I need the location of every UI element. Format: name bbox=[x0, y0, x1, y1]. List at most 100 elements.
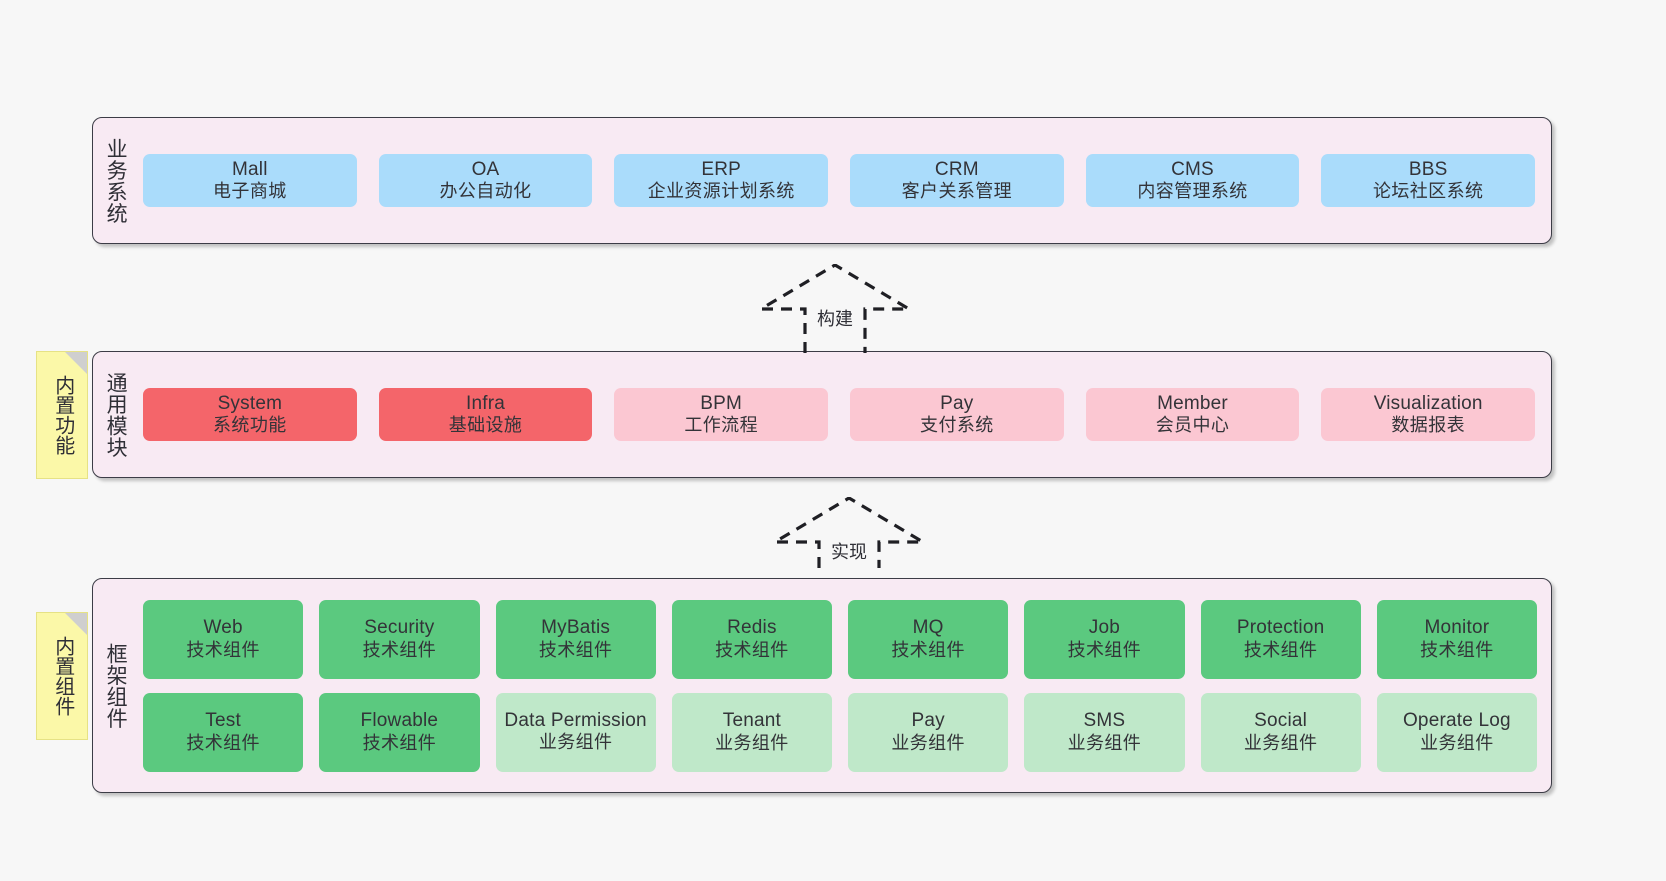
node-cms[interactable]: CMS 内容管理系统 bbox=[1085, 153, 1300, 208]
node-visualization[interactable]: Visualization 数据报表 bbox=[1321, 387, 1536, 442]
node-subtitle: 技术组件 bbox=[186, 639, 260, 660]
node-title: Tenant bbox=[722, 710, 781, 732]
node-title: Operate Log bbox=[1402, 710, 1511, 732]
note-label: 内置功能 bbox=[51, 375, 74, 455]
note-builtin-function: 内置功能 bbox=[36, 351, 88, 479]
node-system[interactable]: System 系统功能 bbox=[143, 387, 357, 442]
node-subtitle: 数据报表 bbox=[1391, 415, 1465, 436]
layer-business-systems: 业务系统 Mall 电子商城 OA 办公自动化 ERP 企业资源计划系统 CRM bbox=[92, 117, 1552, 244]
node-title: Member bbox=[1157, 392, 1228, 414]
node-subtitle: 业务组件 bbox=[891, 732, 965, 753]
node-sms[interactable]: SMS 业务组件 bbox=[1024, 692, 1185, 772]
node-title: MQ bbox=[912, 617, 944, 639]
node-member[interactable]: Member 会员中心 bbox=[1085, 387, 1300, 442]
node-row: System 系统功能 Infra 基础设施 BPM 工作流程 Pay 支付系统… bbox=[143, 387, 1536, 442]
node-title: Job bbox=[1088, 617, 1120, 639]
node-title: System bbox=[217, 392, 283, 414]
layer-common-modules: 通用模块 System 系统功能 Infra 基础设施 BPM 工作流程 Pay bbox=[92, 351, 1552, 478]
connector-implement: 实现 bbox=[774, 497, 924, 569]
node-security[interactable]: Security 技术组件 bbox=[319, 599, 480, 679]
node-subtitle: 技术组件 bbox=[538, 639, 613, 660]
node-row: Test 技术组件 Flowable 技术组件 Data Permission … bbox=[143, 692, 1537, 772]
node-pay-business[interactable]: Pay 业务组件 bbox=[848, 692, 1009, 772]
node-bpm[interactable]: BPM 工作流程 bbox=[614, 387, 829, 442]
node-subtitle: 技术组件 bbox=[186, 732, 260, 753]
connector-label: 构建 bbox=[817, 309, 853, 329]
node-subtitle: 办公自动化 bbox=[439, 181, 532, 202]
note-fold-icon bbox=[65, 352, 87, 374]
node-subtitle: 电子商城 bbox=[213, 181, 287, 202]
node-title: Test bbox=[205, 710, 241, 732]
node-title: SMS bbox=[1083, 710, 1126, 732]
layer-label-business-systems: 业务系统 bbox=[104, 137, 128, 224]
node-mybatis[interactable]: MyBatis 技术组件 bbox=[495, 599, 656, 679]
node-title: Security bbox=[364, 617, 435, 639]
node-row: Mall 电子商城 OA 办公自动化 ERP 企业资源计划系统 CRM 客户关系… bbox=[143, 153, 1536, 208]
node-title: MyBatis bbox=[541, 617, 611, 639]
node-subtitle: 支付系统 bbox=[920, 415, 994, 436]
node-subtitle: 业务组件 bbox=[538, 731, 613, 752]
node-title: Flowable bbox=[360, 710, 439, 732]
node-title: Pay bbox=[911, 710, 945, 732]
node-title: Visualization bbox=[1373, 392, 1483, 414]
node-subtitle: 业务组件 bbox=[1420, 732, 1494, 753]
node-subtitle: 技术组件 bbox=[362, 732, 437, 753]
layer-body-common-modules: System 系统功能 Infra 基础设施 BPM 工作流程 Pay 支付系统… bbox=[137, 352, 1551, 477]
node-row: Web 技术组件 Security 技术组件 MyBatis 技术组件 Redi… bbox=[143, 599, 1537, 679]
layer-label-framework-components: 框架组件 bbox=[104, 642, 128, 729]
note-builtin-component: 内置组件 bbox=[36, 612, 88, 740]
node-subtitle: 系统功能 bbox=[213, 415, 287, 436]
node-protection[interactable]: Protection 技术组件 bbox=[1200, 599, 1361, 679]
node-flowable[interactable]: Flowable 技术组件 bbox=[319, 692, 480, 772]
node-test[interactable]: Test 技术组件 bbox=[143, 692, 304, 772]
dashed-generalization-arrow-icon bbox=[760, 264, 910, 353]
node-title: BBS bbox=[1408, 158, 1448, 180]
node-title: Social bbox=[1254, 710, 1308, 732]
node-redis[interactable]: Redis 技术组件 bbox=[671, 599, 832, 679]
node-subtitle: 技术组件 bbox=[1243, 639, 1318, 660]
node-operate-log[interactable]: Operate Log 业务组件 bbox=[1376, 692, 1537, 772]
node-data-permission[interactable]: Data Permission 业务组件 bbox=[495, 692, 656, 772]
node-title: ERP bbox=[701, 158, 742, 180]
layer-framework-components: 框架组件 Web 技术组件 Security 技术组件 MyBatis 技术组件… bbox=[92, 578, 1552, 793]
node-mq[interactable]: MQ 技术组件 bbox=[848, 599, 1009, 679]
node-oa[interactable]: OA 办公自动化 bbox=[378, 153, 593, 208]
node-subtitle: 内容管理系统 bbox=[1137, 181, 1248, 202]
node-subtitle: 技术组件 bbox=[891, 639, 965, 660]
node-tenant[interactable]: Tenant 业务组件 bbox=[671, 692, 832, 772]
node-title: Protection bbox=[1236, 617, 1325, 639]
node-infra[interactable]: Infra 基础设施 bbox=[378, 387, 593, 442]
connector-label: 实现 bbox=[831, 542, 867, 562]
note-label: 内置组件 bbox=[51, 636, 74, 716]
node-subtitle: 业务组件 bbox=[1067, 732, 1142, 753]
node-bbs[interactable]: BBS 论坛社区系统 bbox=[1321, 153, 1536, 208]
node-subtitle: 企业资源计划系统 bbox=[647, 181, 795, 202]
node-job[interactable]: Job 技术组件 bbox=[1024, 599, 1185, 679]
node-subtitle: 技术组件 bbox=[1420, 639, 1494, 660]
node-title: Infra bbox=[465, 392, 506, 414]
node-title: Monitor bbox=[1424, 617, 1490, 639]
node-monitor[interactable]: Monitor 技术组件 bbox=[1376, 599, 1537, 679]
node-erp[interactable]: ERP 企业资源计划系统 bbox=[614, 153, 829, 208]
node-title: Web bbox=[203, 617, 243, 639]
node-web[interactable]: Web 技术组件 bbox=[143, 599, 304, 679]
node-title: CMS bbox=[1171, 158, 1214, 180]
connector-build: 构建 bbox=[760, 264, 910, 354]
dashed-generalization-arrow-icon bbox=[774, 497, 924, 568]
node-subtitle: 业务组件 bbox=[715, 732, 789, 753]
node-subtitle: 技术组件 bbox=[715, 639, 789, 660]
node-pay[interactable]: Pay 支付系统 bbox=[850, 387, 1064, 442]
node-title: Pay bbox=[940, 392, 974, 414]
node-subtitle: 业务组件 bbox=[1243, 732, 1318, 753]
node-subtitle: 会员中心 bbox=[1155, 415, 1230, 436]
node-title: Mall bbox=[232, 158, 268, 180]
node-social[interactable]: Social 业务组件 bbox=[1200, 692, 1361, 772]
node-title: OA bbox=[471, 158, 500, 180]
node-mall[interactable]: Mall 电子商城 bbox=[143, 153, 357, 208]
node-crm[interactable]: CRM 客户关系管理 bbox=[850, 153, 1064, 208]
node-title: CRM bbox=[934, 158, 979, 180]
node-title: BPM bbox=[700, 392, 743, 414]
note-fold-icon bbox=[65, 613, 87, 635]
layer-label-common-modules: 通用模块 bbox=[104, 371, 128, 458]
